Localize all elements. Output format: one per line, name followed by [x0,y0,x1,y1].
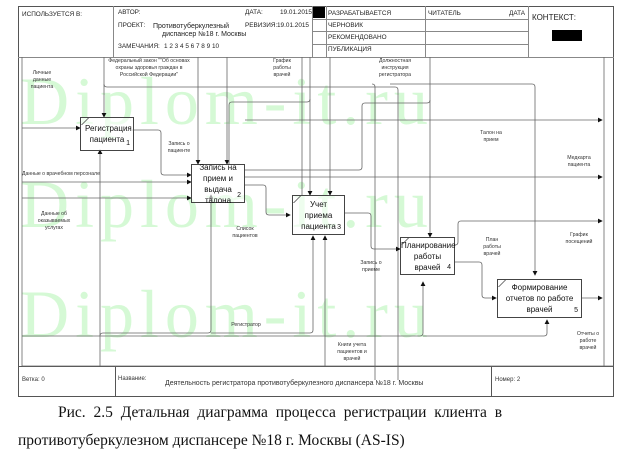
figure-caption-line2: противотуберкулезном диспансере №18 г. М… [18,432,405,449]
arrow-label-services-data: Данные об оказываемых услугах [37,211,71,231]
activity-number: 5 [574,307,578,314]
activity-number: 3 [337,224,341,231]
arrow-label-books: Книги учета пациентов и врачей [337,342,367,362]
arrow-label-visit-schedule: График посещений [565,232,593,245]
arrow-label-personal-data: Личные данные пациента [30,70,54,90]
context-label: КОНТЕКСТ: [532,13,576,22]
arrow-label-medical-card: Медкарта пациента [567,155,591,168]
arrow-label-patient-list: Список пациентов [232,226,258,239]
activity-box-4[interactable]: Планирование работы врачей 4 [394,237,456,275]
status-marker [313,7,325,18]
arrow-label-job-instruction: Должностная инструкция регистратора [378,58,412,78]
activity-label: Запись на прием и выдача талона [199,162,237,205]
activity-number: 1 [126,140,130,147]
arrow-label-doctor-staff-data: Данные о врачебном персонале [22,171,100,177]
arrow-label-registrar: Регистратор [231,322,261,328]
arrow-label-work-plan: План работы врачей [483,237,501,257]
arrow-label-ticket: Талон на прием [480,130,502,143]
status-recommended: РЕКОМЕНДОВАНО [328,34,387,41]
status-publication: ПУБЛИКАЦИЯ [328,46,372,53]
activity-number: 4 [447,264,451,271]
date-label: ДАТА: [245,9,263,16]
status-developing: РАЗРАБАТЫВАЕТСЯ [328,10,392,17]
activity-box-5[interactable]: Формирование отчетов по работе врачей 5 [491,279,582,318]
activity-label: Формирование отчетов по работе врачей [505,283,574,314]
reader-label: ЧИТАТЕЛЬ [428,10,461,17]
arrow-label-federal-law: Федеральный закон ""Об основах охраны зд… [108,58,190,78]
revision-value: 19.01.2015 [277,22,309,29]
context-marker [552,30,582,41]
node-label: Ветка: 0 [22,377,45,383]
project-label: ПРОЕКТ: [118,22,146,29]
idef0-frame [18,6,614,397]
arrow-label-doctor-schedule: График работы врачей [273,58,291,78]
activity-box-1[interactable]: Регистрация пациента 1 [74,117,134,151]
status-draft: ЧЕРНОВИК [328,22,363,29]
author-label: АВТОР: [118,9,141,16]
diagram-title: Деятельность регистратора противотуберку… [165,380,424,387]
figure-caption-line1: Рис. 2.5 Детальная диаграмма процесса ре… [58,404,503,421]
activity-box-3[interactable]: Учет приема пациента 3 [286,195,345,235]
date-value: 19.01.2015 [280,9,312,16]
reader-date-label: ДАТА [509,10,526,17]
project-value: Противотуберкулезный [153,23,230,30]
notes-values: 1 2 3 4 5 6 7 8 9 10 [164,43,220,50]
activity-number: 2 [237,192,241,199]
used-in-label: ИСПОЛЬЗУЕТСЯ В: [22,11,83,18]
revision-label: РЕВИЗИЯ: [245,22,278,29]
watermark: Diplom-it.ru [20,276,434,352]
arrow-label-patient-record: Запись о пациенте [167,141,191,154]
title-label: Название: [118,376,147,382]
number-label: Номер: 2 [495,377,521,383]
arrow-label-doctor-reports: Отчеты о работе врачей [576,331,600,351]
arrow-label-appointment-record: Запись о приеме [360,260,382,273]
activity-label: Регистрация пациента [85,124,132,144]
activity-label: Учет приема пациента [301,199,336,231]
notes-label: ЗАМЕЧАНИЯ: [118,43,160,50]
activity-label: Планирование работы врачей [401,240,456,272]
activity-box-2[interactable]: Запись на прием и выдача талона 2 [191,162,245,205]
project-value-2: диспансер №18 г. Москвы [162,31,247,38]
